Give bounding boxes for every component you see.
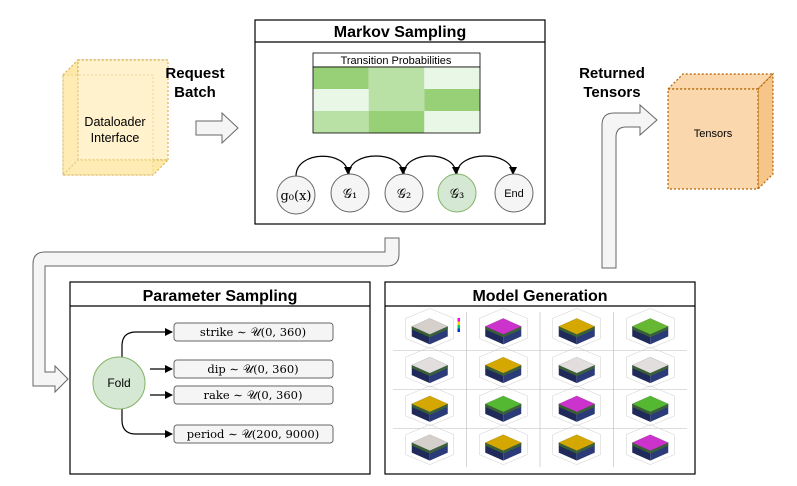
returned-label-line1: Returned — [579, 65, 645, 82]
colorbar — [457, 318, 460, 332]
model-thumbnail — [552, 346, 601, 388]
markov-node-g2-label: 𝒢₂ — [397, 187, 411, 202]
model-thumbnail — [405, 424, 454, 465]
param-strike-label: strike ∼ 𝒰(0, 360) — [200, 325, 306, 339]
dataloader-cube: Dataloader Interface — [61, 58, 170, 177]
param-period-label: period ∼ 𝒰(200, 9000) — [187, 427, 319, 441]
heatmap-cell — [313, 89, 369, 111]
model-thumbnail — [552, 308, 601, 349]
markov-node-g2: 𝒢₂ — [384, 173, 424, 213]
parameter-panel: Parameter Sampling Fold strike ∼ 𝒰(0, 36… — [69, 281, 371, 475]
heatmap-cell — [424, 67, 480, 89]
markov-node-g1-label: 𝒢₁ — [343, 187, 357, 202]
markov-title: Markov Sampling — [334, 24, 466, 41]
markov-panel: Markov Sampling Transition Probabilities… — [254, 19, 546, 225]
model-title: Model Generation — [472, 288, 607, 305]
markov-node-g1: 𝒢₁ — [330, 173, 370, 213]
parameter-branches — [121, 328, 173, 438]
fold-label: Fold — [107, 376, 130, 390]
markov-chain-arcs — [295, 155, 517, 177]
model-thumbnail — [405, 346, 454, 388]
model-thumbnail — [479, 424, 528, 465]
returned-label-line2: Tensors — [583, 84, 640, 101]
model-thumbnail — [626, 424, 675, 465]
dataloader-label-line2: Interface — [91, 131, 140, 145]
model-thumbnail — [552, 385, 601, 427]
markov-node-end-label: End — [504, 188, 524, 200]
heatmap-cell — [424, 89, 480, 111]
dataloader-label-line1: Dataloader — [84, 115, 145, 129]
param-strike: strike ∼ 𝒰(0, 360) — [173, 322, 334, 342]
request-label-line1: Request — [165, 65, 224, 82]
model-thumbnail-grid — [393, 308, 687, 467]
heatmap-cell — [313, 111, 369, 133]
parameter-title: Parameter Sampling — [143, 288, 298, 305]
model-thumbnail — [405, 308, 454, 349]
model-thumbnail — [626, 308, 675, 349]
transition-heatmap — [313, 67, 480, 133]
model-panel: Model Generation — [384, 281, 696, 475]
model-to-tensors-arrow — [601, 103, 658, 269]
markov-to-parameter-arrow — [32, 237, 400, 394]
heatmap-cell — [313, 67, 369, 89]
model-thumbnail — [479, 308, 528, 349]
param-period: period ∼ 𝒰(200, 9000) — [173, 424, 334, 444]
model-thumbnail — [626, 346, 675, 388]
markov-node-g3: 𝒢₃ — [437, 173, 477, 213]
param-dip: dip ∼ 𝒰(0, 360) — [173, 359, 334, 379]
param-rake-label: rake ∼ 𝒰(0, 360) — [204, 388, 303, 402]
heatmap-cell — [424, 111, 480, 133]
markov-node-g3-label: 𝒢₃ — [450, 187, 464, 202]
heatmap-cell — [368, 89, 425, 111]
model-thumbnail — [479, 385, 528, 427]
markov-node-g0: g₀(x) — [276, 175, 316, 215]
fold-node: Fold — [92, 356, 146, 410]
tensors-cube: Tensors — [666, 72, 775, 191]
model-thumbnail — [626, 385, 675, 427]
tensors-label: Tensors — [694, 128, 733, 140]
transition-table: Transition Probabilities — [312, 52, 481, 134]
param-rake: rake ∼ 𝒰(0, 360) — [173, 385, 334, 405]
heatmap-cell — [368, 67, 425, 89]
heatmap-cell — [368, 111, 425, 133]
transition-table-title: Transition Probabilities — [341, 55, 452, 67]
markov-node-end: End — [494, 173, 534, 213]
param-dip-label: dip ∼ 𝒰(0, 360) — [207, 362, 298, 376]
request-arrow — [195, 111, 239, 145]
request-label-line2: Batch — [174, 84, 216, 101]
model-thumbnail — [479, 346, 528, 388]
model-thumbnail — [405, 385, 454, 427]
markov-node-g0-label: g₀(x) — [280, 189, 311, 204]
model-thumbnail — [552, 424, 601, 465]
